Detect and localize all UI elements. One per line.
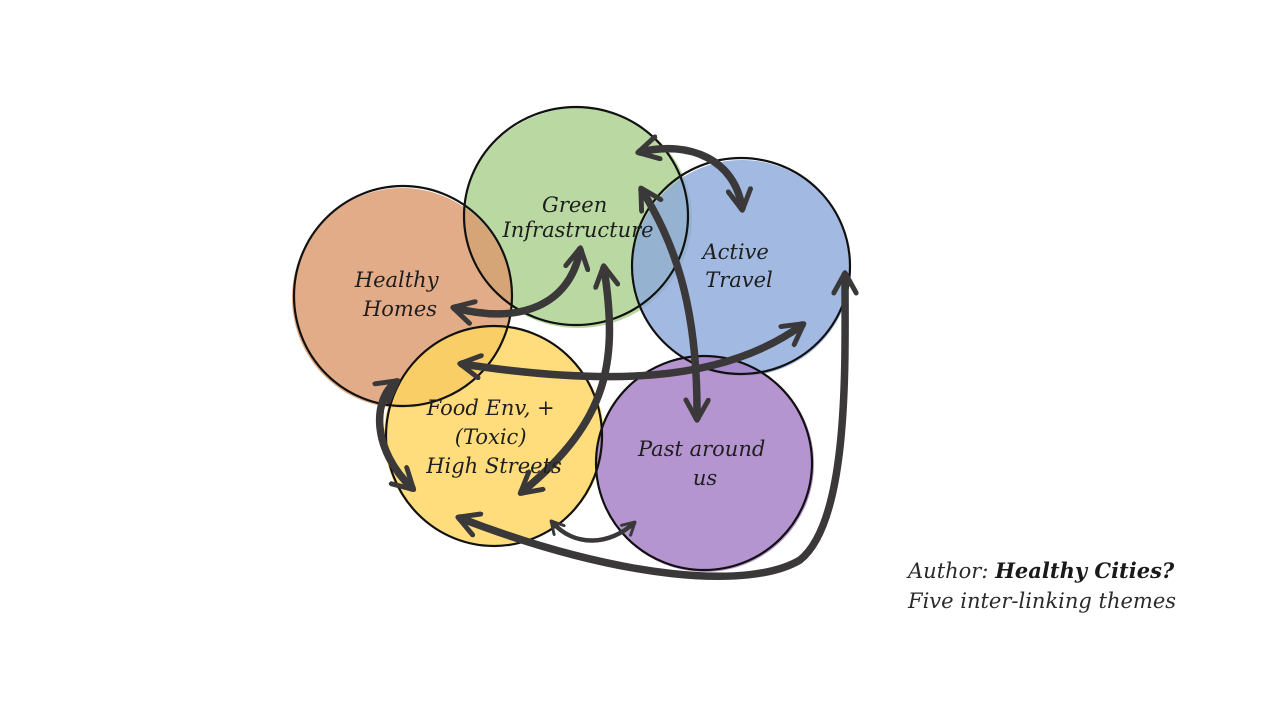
arrow-green-active (640, 149, 742, 208)
label-active-travel: Active Travel (700, 240, 775, 292)
arrow-food-active (460, 275, 845, 581)
label-green-infrastructure: Green Infrastructure (501, 193, 653, 242)
caption-title-line: Author: Healthy Cities? (908, 556, 1176, 586)
label-healthy-homes: Healthy Homes (354, 268, 446, 321)
arrow-food-past (552, 522, 634, 543)
caption-subtitle: Five inter-linking themes (908, 589, 1177, 613)
theme-circles (292, 108, 851, 572)
circle-labels: Green Infrastructure Active Travel Healt… (354, 193, 775, 490)
caption-prefix: Author: (908, 559, 996, 583)
label-food-environment: Food Env, + (Toxic) High Streets (425, 396, 562, 478)
label-past-around-us: Past around us (637, 437, 772, 490)
author-caption: Author: Healthy Cities? Five inter-linki… (908, 556, 1176, 616)
caption-title: Healthy Cities? (995, 558, 1175, 583)
connection-arrows (380, 149, 846, 581)
arrow-homes-food (380, 382, 412, 488)
